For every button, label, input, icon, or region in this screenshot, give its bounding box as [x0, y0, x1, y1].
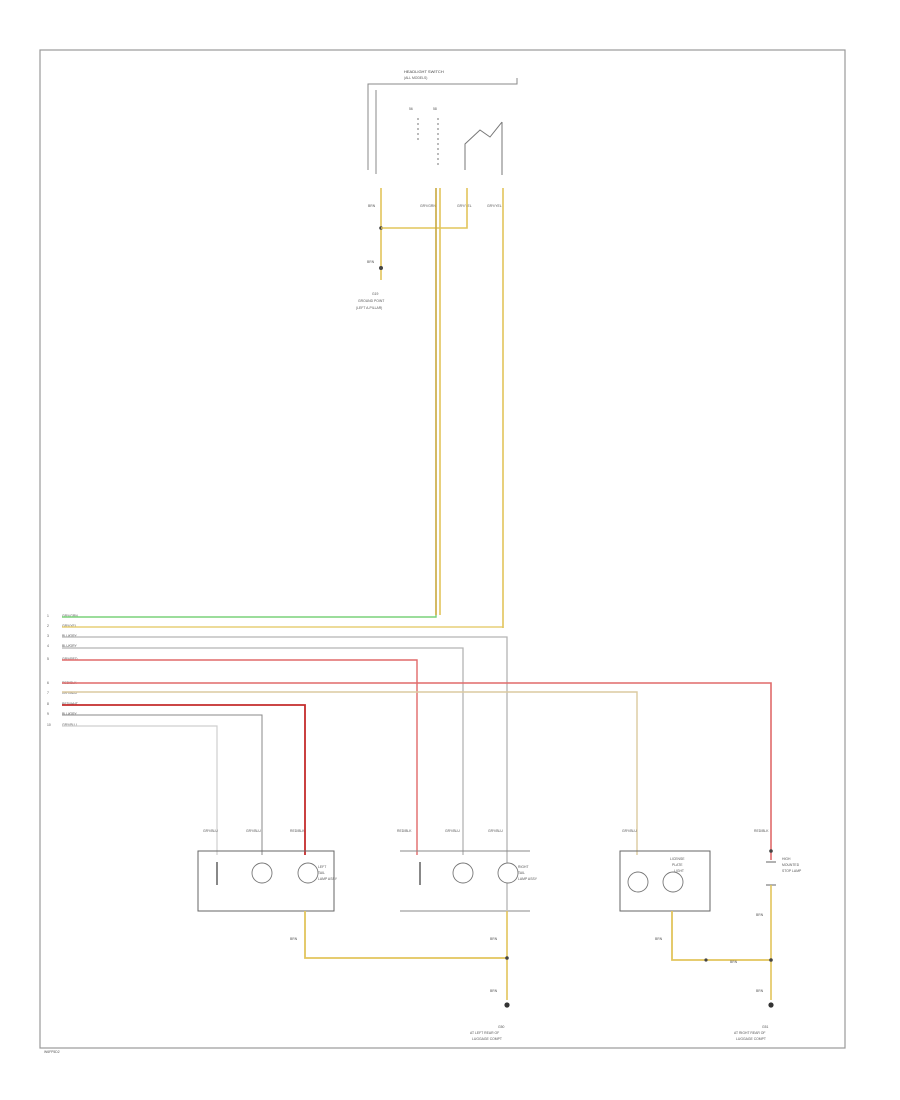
- component-label: RIGHT: [518, 865, 529, 869]
- switch-subtitle: (ALL MODELS): [404, 76, 427, 80]
- switch-output-wires: [381, 188, 504, 628]
- harness-row-code: GRY/BLU: [62, 723, 77, 727]
- component-label: LIGHT: [674, 869, 684, 873]
- wire-tag: GRY/BLU: [203, 829, 218, 833]
- harness-row-num: 2: [47, 624, 49, 628]
- wire-tag: RED/BLK: [754, 829, 769, 833]
- ground-label: G50: [498, 1025, 505, 1029]
- switch-connector-tags: BRN GRY/GRN GRY/YEL GRY/YEL: [368, 204, 502, 208]
- wire-tag: GRY/GRN: [420, 204, 436, 208]
- harness-row-code: GRY/BLU: [62, 691, 77, 695]
- diagram-frame: [39, 49, 846, 1049]
- switch-pin-56: 56: [409, 107, 413, 111]
- component-label: MOUNTED: [782, 863, 800, 867]
- harness-row-num: 5: [47, 657, 49, 661]
- ground-top-label: (LEFT A-PILLAR): [356, 306, 382, 310]
- harness-row-num: 6: [47, 681, 49, 685]
- component-label: LAMP ASSY: [318, 877, 338, 881]
- ground-g19: BRN G19 GROUND POINT (LEFT A-PILLAR): [356, 188, 384, 310]
- harness-row-code: GRY/GRN: [62, 614, 78, 618]
- ground-wires: BRN BRN BRN BRN BRN BRN: [290, 885, 773, 1000]
- ground-label: AT RIGHT REAR OF: [734, 1031, 765, 1035]
- harness-row-code: GRY/RED: [62, 657, 78, 661]
- wire-tag: BRN: [368, 204, 376, 208]
- ground-label: LUGGAGE COMPT: [736, 1037, 766, 1041]
- left-tail-lamp-assy: GRY/BLU GRY/BLU RED/BLK LEFT TAIL LAMP A…: [197, 829, 338, 912]
- wire-tag: GRY/BLU: [445, 829, 460, 833]
- harness-row-code: BLU/GRY: [62, 712, 78, 716]
- harness-row-num: 8: [47, 702, 49, 706]
- ground-top-label: GROUND POINT: [358, 299, 384, 303]
- harness-row-num: 3: [47, 634, 49, 638]
- wire-tag: RED/BLK: [397, 829, 412, 833]
- ground-label: G51: [762, 1025, 769, 1029]
- wire-tag: BRN: [756, 913, 764, 917]
- switch-pin-58: 58: [433, 107, 437, 111]
- wire-tag: GRY/BLU: [622, 829, 637, 833]
- wire-tag: GRY/YEL: [457, 204, 472, 208]
- high-mounted-stop-lamp: RED/BLK HIGH MOUNTED STOP LAMP BRN: [754, 829, 802, 917]
- wire-tag: BRN: [730, 960, 738, 964]
- harness-row-num: 1: [47, 614, 49, 618]
- harness-row-num: 7: [47, 691, 49, 695]
- diagram-id: W6FP5D2: [44, 1050, 60, 1054]
- harness-labels: 1 GRY/GRN 2 GRY/YEL 3 BLU/GRY 4 BLU/GRY …: [47, 614, 78, 727]
- component-label: LEFT: [318, 865, 326, 869]
- ground-g51: G51 AT RIGHT REAR OF LUGGAGE COMPT: [734, 1002, 774, 1041]
- component-label: HIGH: [782, 857, 791, 861]
- harness-row-num: 4: [47, 644, 49, 648]
- harness-row-code: BLU/GRY: [62, 634, 78, 638]
- ground-label: AT LEFT REAR OF: [470, 1031, 499, 1035]
- wire-tag: BRN: [490, 989, 498, 993]
- component-label: LAMP ASSY: [518, 877, 538, 881]
- ground-top-label: G19: [372, 292, 379, 296]
- wire-tag: BRN: [756, 989, 764, 993]
- ground-label: LUGGAGE COMPT: [472, 1037, 502, 1041]
- component-label: PLATE: [672, 863, 683, 867]
- headlight-switch: HEADLIGHT SWITCH (ALL MODELS) 56 58: [367, 69, 518, 175]
- harness-row-code: RED/WHT: [62, 702, 78, 706]
- component-label: TAIL: [518, 871, 525, 875]
- wire-tag: GRY/BLU: [488, 829, 503, 833]
- wire-tag: GRY/BLU: [246, 829, 261, 833]
- ground-g50: G50 AT LEFT REAR OF LUGGAGE COMPT: [470, 1002, 510, 1041]
- wire-tag: BRN: [490, 937, 498, 941]
- harness-row-num: 9: [47, 712, 49, 716]
- right-tail-lamp-assy: RED/BLK GRY/BLU GRY/BLU RIGHT TAIL LAMP …: [397, 829, 538, 912]
- component-label: LICENSE: [670, 857, 685, 861]
- wire-tag: RED/BLK: [290, 829, 305, 833]
- component-label: STOP LAMP: [782, 869, 802, 873]
- wire-tag: BRN: [367, 260, 375, 264]
- wire-tag: GRY/YEL: [487, 204, 502, 208]
- harness-row-code: GRY/YEL: [62, 624, 77, 628]
- switch-title: HEADLIGHT SWITCH: [404, 69, 444, 74]
- wire-tag: BRN: [655, 937, 663, 941]
- harness-row-num: 10: [47, 723, 51, 727]
- harness-wires: [62, 615, 772, 910]
- wire-tag: BRN: [290, 937, 298, 941]
- harness-row-code: BLU/GRY: [62, 644, 78, 648]
- component-label: TAIL: [318, 871, 325, 875]
- license-plate-light: GRY/BLU LICENSE PLATE LIGHT: [619, 829, 711, 912]
